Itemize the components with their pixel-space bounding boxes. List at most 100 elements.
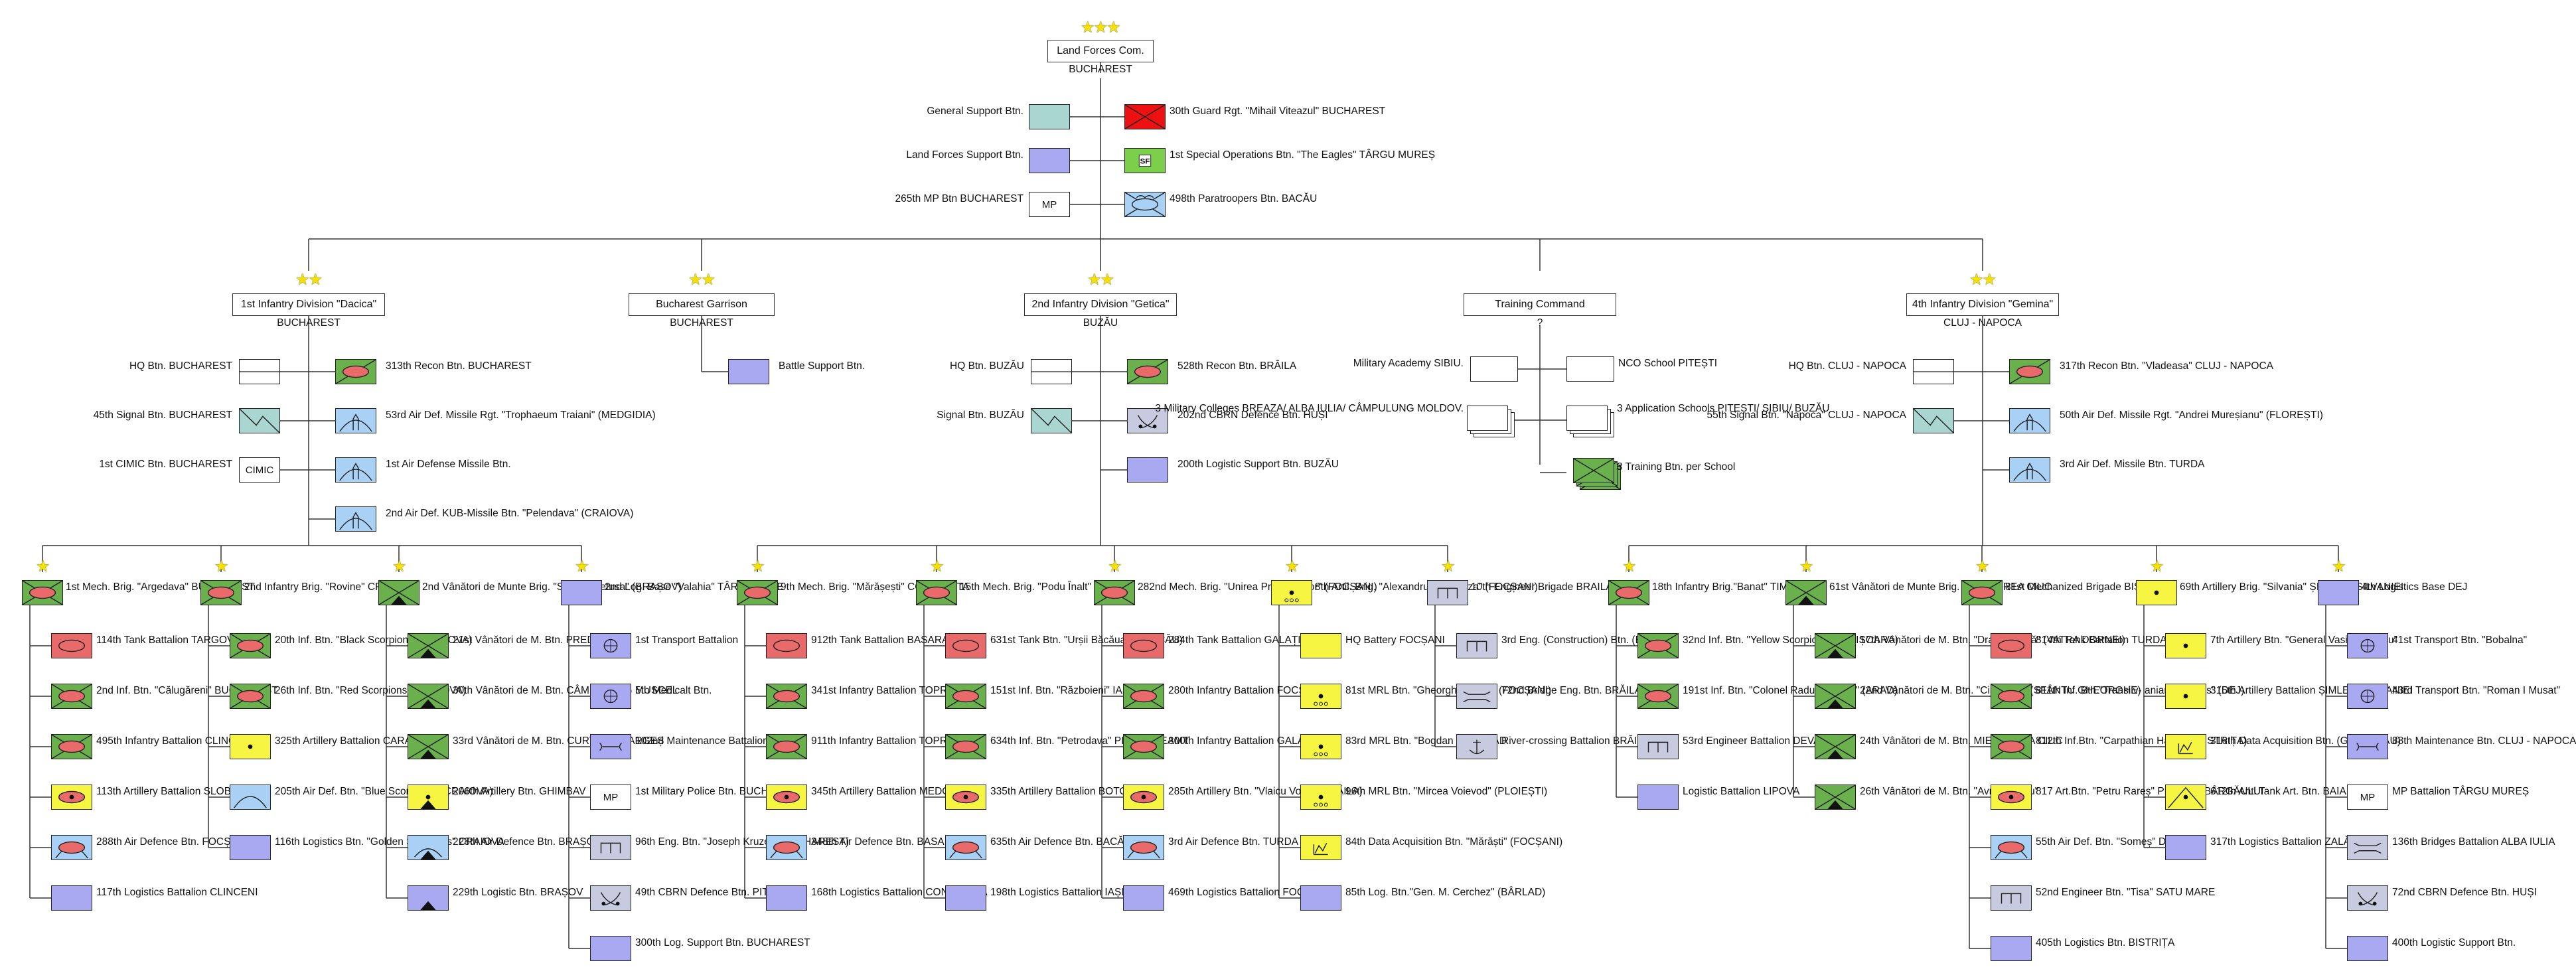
rank-stars-icon: ★: [930, 558, 944, 575]
unit-label: 288th Air Defence Btn. FOCȘANI: [96, 836, 248, 848]
training-unit-icon: [1573, 458, 1614, 483]
mech-unit-icon: [1094, 580, 1135, 605]
mrl-unit-icon: [1300, 684, 1341, 709]
mech-unit-icon: [51, 684, 92, 709]
mtn-art-unit-icon: [408, 785, 449, 810]
unit-label: MP Battalion TÂRGU MUREȘ: [2392, 786, 2530, 797]
unit-label: 228th Air Defence Btn. BRAȘOV: [453, 836, 602, 848]
blue-plain-unit-icon: [1300, 885, 1341, 911]
unit-label: 282nd Mech. Brig. "Unirea Principatelor"…: [1138, 581, 1377, 593]
command-box: 1st Infantry Division "Dacica": [232, 293, 385, 316]
tank-unit-icon: [945, 633, 986, 658]
ad-unit-icon: [1123, 835, 1164, 860]
unit-label: 168th Logistics Battalion CONSTANTA: [811, 887, 988, 898]
unit-label: 10th Engineer Brigade BRAILA: [1471, 581, 1613, 593]
unit-label: 912th Tank Battalion BASARABI: [811, 635, 959, 646]
hq-unit-icon: [1913, 359, 1954, 384]
rank-stars-icon: ★: [1441, 558, 1455, 575]
tank-unit-icon: [1123, 633, 1164, 658]
eng-grey-unit-icon: [1991, 885, 2032, 911]
unit-label: 300th Log. Support Btn. BUCHAREST: [635, 937, 810, 948]
mech-unit-icon: [1991, 734, 2032, 759]
transport-unit-icon: [2347, 633, 2388, 658]
mtn-log-unit-icon: [408, 885, 449, 911]
unit-label: 348th Air Defence Btn. BASARABI: [811, 836, 968, 848]
blue-plain-unit-icon: [2347, 936, 2388, 961]
ad-unit-icon: [945, 835, 986, 860]
rank-stars-icon: ★: [1799, 558, 1813, 575]
unit-label: 84th Data Acquisition Btn. "Mărăști" (FO…: [1345, 836, 1563, 848]
school-unit-icon: [1470, 356, 1518, 382]
maint-unit-icon: [590, 734, 631, 759]
hq-unit-icon: [239, 359, 280, 384]
para-unit-icon: [1124, 192, 1166, 217]
signal-unit-icon: [1031, 408, 1072, 433]
unit-label: 4th Logistics Base DEJ: [2362, 581, 2468, 593]
rank-stars-icon: ★: [214, 558, 228, 575]
mtn-unit-icon: [378, 580, 419, 605]
unit-label: 85th Log. Btn."Gen. M. Cerchez" (BÂRLAD): [1345, 887, 1546, 898]
rank-stars-icon: ★★: [295, 271, 323, 289]
tank-unit-icon: [1991, 633, 2032, 658]
blue-plain-unit-icon: [561, 580, 602, 605]
command-box: Bucharest Garrison: [629, 293, 775, 316]
unit-abbreviation: MP: [1041, 198, 1057, 210]
recon-unit-icon: [1127, 359, 1168, 384]
mtn-unit-icon: [408, 633, 449, 658]
unit-label: 117th Logistics Battalion CLINCENI: [96, 887, 258, 898]
mech-unit-icon: [200, 580, 242, 605]
mech-unit-icon: [945, 684, 986, 709]
unit-label: 280th Infantry Battalion FOCȘANI: [1168, 685, 1323, 696]
missile-unit-icon: [335, 457, 376, 483]
mech-unit-icon: [945, 734, 986, 759]
rank-stars-icon: ★: [1108, 558, 1122, 575]
command-name: Training Command: [1495, 299, 1585, 310]
mech-unit-icon: [916, 580, 957, 605]
eng-grey-unit-icon: [1456, 633, 1497, 658]
unit-label: 405th Logistics Btn. BISTRIȚA: [2036, 937, 2175, 948]
tank-unit-icon: [766, 633, 807, 658]
unit-label: 814th Tank Battalion TURDA: [2036, 635, 2167, 646]
unit-label: 400th Logistic Support Btn.: [2392, 937, 2516, 948]
missile-unit-icon: [2009, 457, 2050, 483]
unit-label: 24th Vânători de M. Btn. MIERCUREA CIUC: [1860, 735, 2063, 747]
unit-label: 1st CIMIC Btn. BUCHAREST: [99, 459, 232, 470]
command-box: 4th Infantry Division "Gemina": [1906, 293, 2059, 316]
rank-stars-icon: ★★: [688, 271, 716, 289]
unit-label: 53rd Air Def. Missile Rgt. "Trophaeum Tr…: [386, 410, 656, 421]
ad-unit-icon: [766, 835, 807, 860]
mech-unit-icon: [22, 580, 63, 605]
unit-label: 72nd Bridge Eng. Btn. BRĂILA: [1501, 685, 1642, 696]
rank-stars-icon: ★★: [1087, 271, 1114, 289]
bridge-unit-icon: [2347, 835, 2388, 860]
unit-label: 313th Recon Btn. BUCHAREST: [386, 360, 532, 372]
mech-unit-icon: [1991, 684, 2032, 709]
svg-text:SF: SF: [1140, 158, 1150, 166]
mrl-unit-icon: [1300, 734, 1341, 759]
mtn-unit-icon: [408, 734, 449, 759]
blue-plain-unit-icon: [230, 835, 271, 860]
unit-label: 41st Transport Btn. "Bobalna": [2392, 635, 2528, 646]
blue-plain-unit-icon: [590, 936, 631, 961]
unit-label: HQ Battery FOCȘANI: [1345, 635, 1445, 646]
command-location: BUZĂU: [1083, 317, 1118, 329]
mtn-unit-icon: [408, 684, 449, 709]
unit-label: 3rd Air Defence Btn. TURDA: [1168, 836, 1299, 848]
unit-abbreviation: MP: [603, 791, 619, 803]
school-unit-icon: [1566, 356, 1614, 382]
ad-lb-unit-icon: [230, 785, 271, 810]
unit-label: 18th Infantry Brig."Banat" TIMIȘOARA: [1652, 581, 1827, 593]
command-box: Training Command: [1464, 293, 1616, 316]
unit-label: 528th Recon Btn. BRĂILA: [1177, 360, 1297, 372]
mech-unit-icon: [1608, 580, 1649, 605]
recon-unit-icon: [2009, 359, 2050, 384]
unit-label: 81st MRL Btn. "Gheorghe Șonțu" (FOCȘANI): [1345, 685, 1552, 696]
unit-label: 3 Training Btn. per School: [1617, 461, 1736, 473]
unit-label: 1st Special Operations Btn. "The Eagles"…: [1170, 149, 1436, 161]
unit-label: 55th Air Def. Btn. "Someș" DEJ: [2036, 836, 2178, 848]
unit-label: HQ Btn. BUCHAREST: [129, 360, 232, 372]
mtn-ad-unit-icon: [408, 835, 449, 860]
blue-plain-unit-icon: [1991, 936, 2032, 961]
unit-label: 202nd CBRN Defence Btn. HUȘI: [1177, 410, 1328, 421]
